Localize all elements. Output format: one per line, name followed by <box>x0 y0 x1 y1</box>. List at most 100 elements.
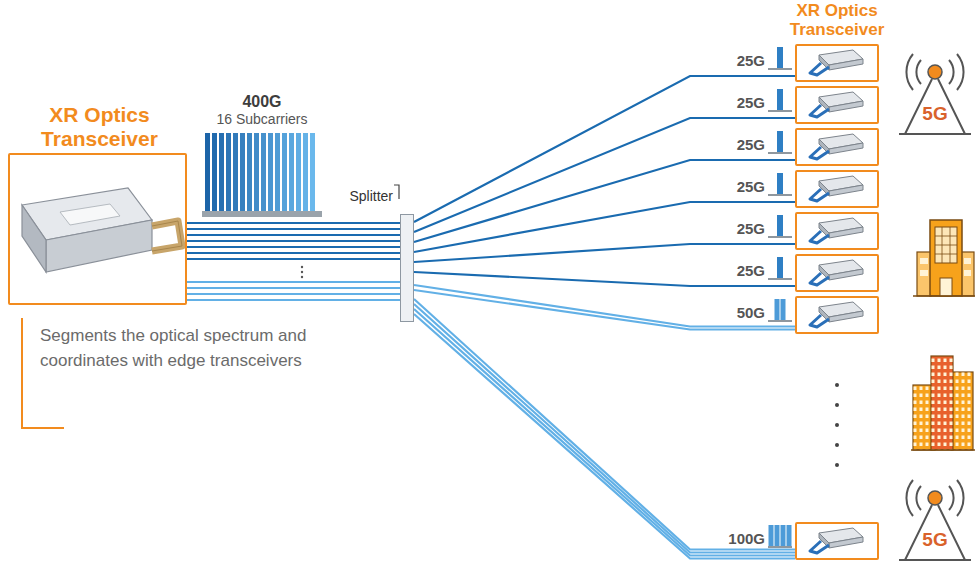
cell-tower-icon <box>899 54 971 134</box>
fiber-line <box>187 252 400 254</box>
office-building-icon <box>935 227 957 263</box>
transceiver-image <box>152 221 182 251</box>
fiber-line <box>414 76 795 222</box>
rate-bar-icon <box>768 194 792 196</box>
tower-badge: 5G <box>915 530 955 549</box>
transceiver-image <box>810 92 863 117</box>
subcarrier-bar <box>212 133 217 211</box>
transceiver-image <box>810 302 863 327</box>
tower-badge: 5G <box>915 104 955 123</box>
office-building-icon <box>920 270 928 276</box>
cell-tower-icon <box>899 480 971 560</box>
office-building-icon <box>940 278 952 296</box>
rate-bar-icon <box>777 215 783 236</box>
transceiver-image <box>22 188 182 272</box>
transceiver-image <box>152 221 182 251</box>
rate-label: 25G <box>735 52 767 70</box>
fiber-line <box>414 309 795 556</box>
fiber-line <box>414 299 795 550</box>
ellipsis-dots <box>301 276 303 278</box>
ellipsis-dots <box>835 423 839 427</box>
edge-transceiver-box: 25G <box>795 170 879 208</box>
rate-label: 25G <box>735 262 767 280</box>
rate-bar-icon <box>768 257 792 279</box>
rate-bar-icon <box>775 525 780 546</box>
fiber-line <box>187 287 400 289</box>
office-building-icon <box>964 270 971 276</box>
subcarrier-bar <box>268 133 273 211</box>
subcarrier-bar <box>310 133 315 211</box>
splitter-label: Splitter <box>349 188 393 205</box>
rate-bar-icon <box>768 320 792 322</box>
transceiver-box: XR Optics Transceiver <box>8 153 187 305</box>
ellipsis-dots <box>835 463 839 467</box>
office-building-icon <box>935 227 957 263</box>
edge-transceiver-box: 25G <box>795 128 879 166</box>
rate-bar-icon <box>775 299 780 320</box>
city-buildings-icon <box>911 449 975 451</box>
transceiver-image <box>810 528 863 553</box>
fiber-line <box>187 234 400 236</box>
rate-bar-icon <box>768 236 792 238</box>
subcarrier-bar <box>240 133 245 211</box>
transceiver-image <box>810 218 863 243</box>
rate-bar-icon <box>777 89 783 110</box>
transceiver-title: XR Optics Transceiver <box>6 103 193 151</box>
fiber-line <box>414 285 795 327</box>
rate-bar-icon <box>768 525 792 547</box>
column-heading: XR Optics Transceiver <box>783 1 891 39</box>
subcarrier-bar <box>275 133 280 211</box>
transceiver-image <box>810 50 863 75</box>
rate-label: 25G <box>735 220 767 238</box>
subcarrier-bar <box>219 133 224 211</box>
transceiver-image <box>60 204 120 225</box>
fiber-line <box>187 299 400 301</box>
fiber-line <box>414 118 795 232</box>
rate-bar-icon <box>768 131 792 153</box>
ellipsis-dots <box>301 266 303 278</box>
rate-bar-icon <box>781 299 786 320</box>
rate-bar-icon <box>777 257 783 278</box>
subcarrier-bar <box>233 133 238 211</box>
edge-transceiver-box: 100G <box>795 522 879 560</box>
transceiver-image <box>22 205 46 272</box>
subcarrier-bar <box>254 133 259 211</box>
subcarrier-bar <box>205 133 210 211</box>
edge-transceiver-box: 25G <box>795 212 879 250</box>
capacity-label: 400G <box>212 92 312 111</box>
fiber-line <box>414 244 795 262</box>
rate-bar-icon <box>768 278 792 280</box>
transceiver-image <box>810 50 863 553</box>
subcarrier-bar <box>289 133 294 211</box>
rate-bar-icon <box>768 546 792 548</box>
city-buildings-icon <box>911 356 975 450</box>
ellipsis-dots <box>835 443 839 447</box>
office-building-icon <box>913 220 975 296</box>
edge-transceiver-box: 25G <box>795 44 879 82</box>
ellipsis-dots <box>835 383 839 467</box>
fiber-link <box>414 244 795 262</box>
fiber-line <box>414 314 795 559</box>
rate-bar-icon <box>768 299 792 321</box>
fiber-line <box>187 281 400 283</box>
rate-bar-icon <box>777 47 783 68</box>
fiber-link <box>414 118 795 232</box>
ellipsis-dots <box>835 383 839 387</box>
rate-bar-icon <box>768 68 792 70</box>
edge-transceiver-box: 25G <box>795 254 879 292</box>
spectrum-base <box>202 211 322 217</box>
subcarrier-bar <box>226 133 231 211</box>
fiber-line <box>414 290 795 330</box>
ellipsis-dots <box>301 266 303 268</box>
office-building-icon <box>930 220 962 296</box>
office-building-icon <box>964 258 971 264</box>
transceiver-image <box>810 134 863 159</box>
rate-bar-icon <box>777 173 783 194</box>
rate-bar-icon <box>768 47 792 547</box>
subcarrier-bar <box>296 133 301 211</box>
office-building-icon <box>920 258 928 264</box>
city-buildings-icon <box>951 372 973 450</box>
office-building-icon <box>917 252 931 296</box>
edge-transceiver-box: 25G <box>795 86 879 124</box>
